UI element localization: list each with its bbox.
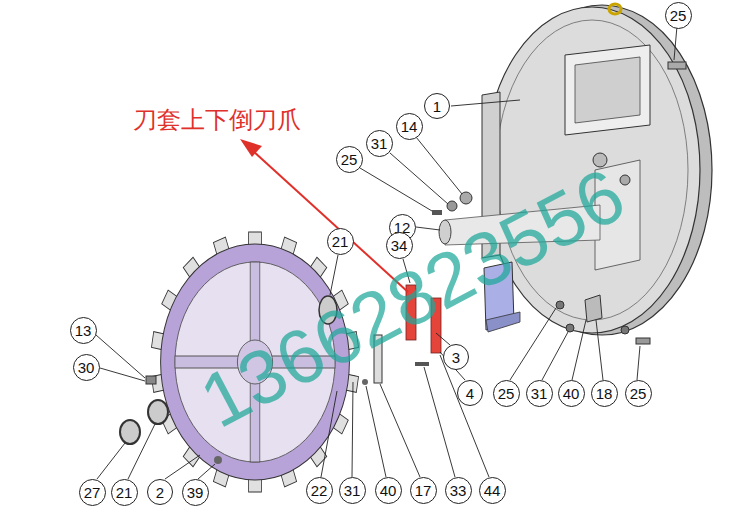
callout-number: 40 <box>563 386 580 401</box>
callout-number: 3 <box>452 350 460 365</box>
callout-number: 14 <box>401 119 418 134</box>
callout-circle: 2 <box>147 479 173 505</box>
callout-number: 25 <box>498 386 515 401</box>
callout-number: 31 <box>371 136 388 151</box>
callout-number: 25 <box>670 8 687 23</box>
callout-number: 1 <box>433 99 441 114</box>
callout-circle: 44 <box>479 477 506 504</box>
callout-number: 25 <box>341 152 358 167</box>
callout-circle: 21 <box>327 228 354 255</box>
callout-circle: 30 <box>73 354 100 381</box>
callout-number: 2 <box>156 485 164 500</box>
callout-circle: 31 <box>366 130 393 157</box>
callout-circle: 17 <box>410 477 437 504</box>
callout-circle: 14 <box>396 113 423 140</box>
callout-circle: 22 <box>306 477 333 504</box>
callout-circle: 3 <box>443 344 469 370</box>
note-label: 刀套上下倒刀爪 <box>133 108 301 132</box>
callout-circle: 21 <box>111 479 138 506</box>
callout-number: 31 <box>344 483 361 498</box>
callout-circle: 34 <box>386 232 413 259</box>
callout-circle: 31 <box>339 477 366 504</box>
callout-circle: 25 <box>493 380 520 407</box>
callout-circle: 27 <box>79 479 106 506</box>
callout-circle: 40 <box>375 477 402 504</box>
callout-circle: 39 <box>182 479 209 506</box>
callout-circle: 25 <box>665 2 692 29</box>
callout-circle: 31 <box>526 380 553 407</box>
callout-number: 25 <box>630 386 647 401</box>
callout-number: 31 <box>531 386 548 401</box>
callout-number: 30 <box>78 360 95 375</box>
callout-number: 40 <box>380 483 397 498</box>
callout-circle: 33 <box>445 477 472 504</box>
callout-circle: 40 <box>558 380 585 407</box>
callout-number: 33 <box>450 483 467 498</box>
callout-circle: 25 <box>336 146 363 173</box>
callout-number: 18 <box>596 386 613 401</box>
callout-circle: 13 <box>70 317 97 344</box>
callout-circle: 1 <box>424 93 450 119</box>
callout-number: 44 <box>484 483 501 498</box>
callout-number: 17 <box>415 483 432 498</box>
callout-circle: 4 <box>457 380 483 406</box>
callout-number: 34 <box>391 238 408 253</box>
callout-number: 21 <box>332 234 349 249</box>
callout-circle: 25 <box>625 380 652 407</box>
callout-number: 22 <box>311 483 328 498</box>
callout-number: 13 <box>75 323 92 338</box>
callout-number: 4 <box>466 386 474 401</box>
callout-number: 39 <box>187 485 204 500</box>
callout-number: 21 <box>116 485 133 500</box>
callout-circle: 18 <box>591 380 618 407</box>
callout-number: 27 <box>84 485 101 500</box>
